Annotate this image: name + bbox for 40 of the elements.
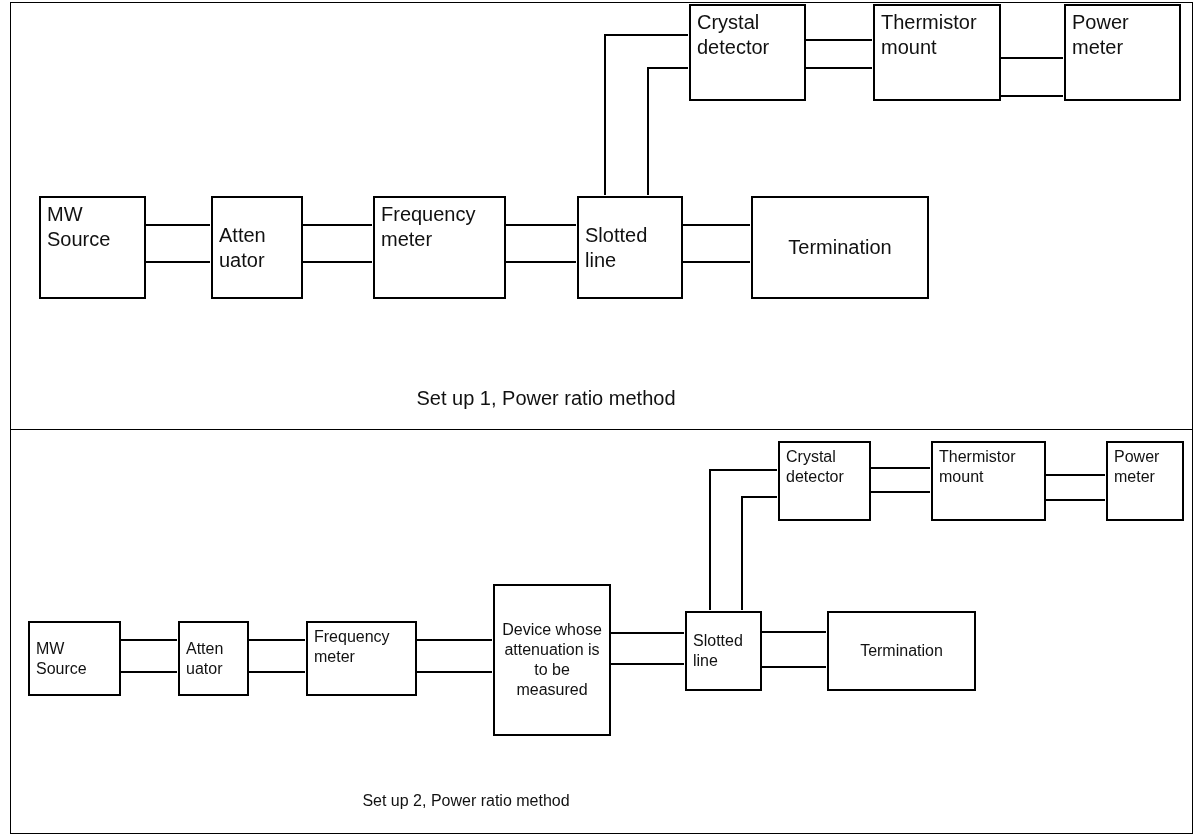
component-box: [931, 441, 1046, 521]
component-box: [685, 611, 762, 691]
component-box: [373, 196, 506, 299]
component-label: Power meter: [1114, 447, 1161, 487]
component-label: Termination: [860, 641, 943, 661]
component-box: [827, 611, 976, 691]
component-label: MW Source: [36, 638, 88, 679]
component-box: [778, 441, 871, 521]
component-box: [577, 196, 683, 299]
waveguide-connection: [709, 469, 778, 611]
component-label: Power meter: [1072, 10, 1130, 60]
component-label: Slotted line: [693, 631, 744, 671]
waveguide-connection: [604, 34, 689, 196]
component-box: [1064, 4, 1181, 101]
setup-panel: [10, 2, 1193, 430]
component-label: MW Source: [47, 202, 112, 252]
component-label: Frequency meter: [381, 202, 477, 252]
component-label: Crystal detector: [697, 10, 771, 60]
component-label: Thermistor mount: [939, 447, 1017, 487]
component-box: [28, 621, 121, 696]
component-label: Frequency meter: [314, 627, 391, 667]
component-label: Atten uator: [186, 638, 225, 679]
component-label: Device whose attenuation is to be measured: [501, 620, 603, 700]
component-box: [873, 4, 1001, 101]
component-label: Termination: [788, 235, 892, 260]
component-box: [751, 196, 929, 299]
component-label: Thermistor mount: [881, 10, 978, 60]
component-box: [689, 4, 806, 101]
component-label: Slotted line: [585, 222, 649, 273]
component-box: [39, 196, 146, 299]
component-label: Crystal detector: [786, 447, 845, 487]
component-box: [493, 584, 611, 736]
component-box: [178, 621, 249, 696]
setup-caption: Set up 2, Power ratio method: [362, 792, 570, 810]
component-box: [306, 621, 417, 696]
setup-panel: [10, 429, 1193, 834]
setup-caption: Set up 1, Power ratio method: [416, 386, 676, 410]
component-label: Atten uator: [219, 222, 267, 273]
component-box: [1106, 441, 1184, 521]
component-box: [211, 196, 303, 299]
